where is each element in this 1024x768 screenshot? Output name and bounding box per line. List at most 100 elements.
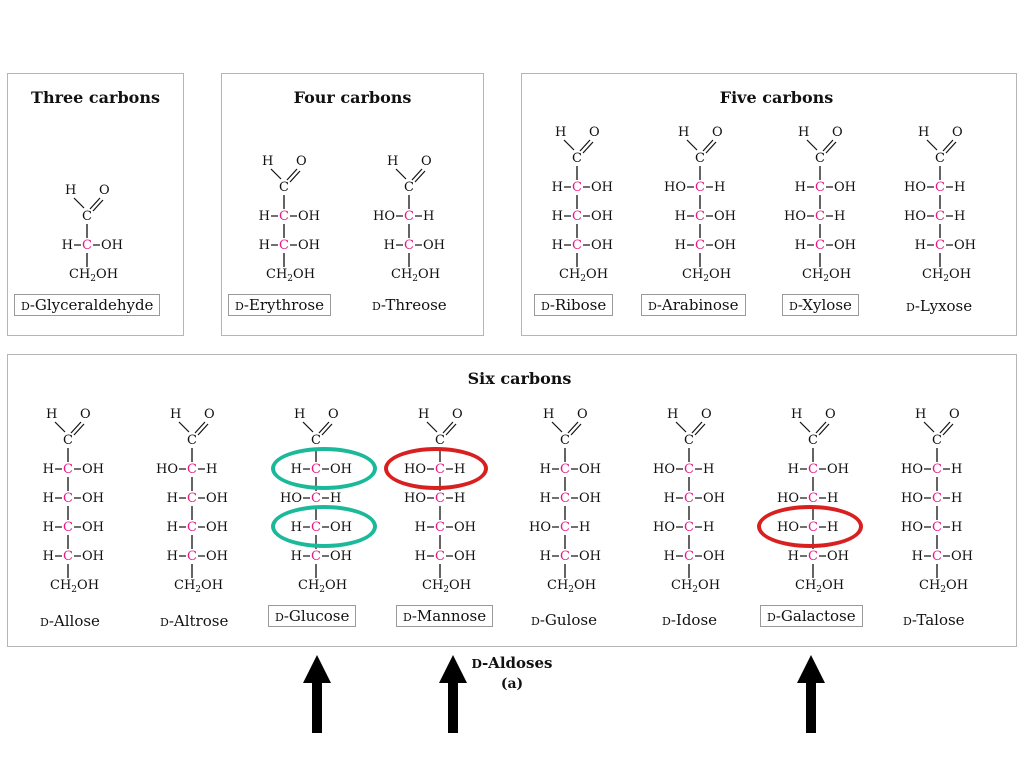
substituent-left: H bbox=[384, 238, 395, 253]
atom-c1: C bbox=[815, 151, 825, 166]
label-mannose: D-Mannose bbox=[396, 605, 494, 627]
substituent-left: H bbox=[62, 238, 73, 253]
substituent-left: H bbox=[675, 238, 686, 253]
substituent-right: OH bbox=[330, 549, 352, 564]
highlight-circle-red-mannose-c2 bbox=[384, 447, 488, 490]
chiral-carbon: C bbox=[815, 180, 825, 195]
chiral-carbon: C bbox=[63, 549, 73, 564]
atom-o: O bbox=[701, 407, 712, 422]
chiral-carbon: C bbox=[63, 520, 73, 535]
panel-title: Six carbons bbox=[467, 369, 572, 388]
atom-o: O bbox=[832, 125, 843, 140]
substituent-right: H bbox=[579, 520, 590, 535]
ch2oh-group: CH2OH bbox=[922, 267, 971, 284]
atom-h: H bbox=[798, 125, 809, 140]
atom-h: H bbox=[918, 125, 929, 140]
atom-c1: C bbox=[279, 180, 289, 195]
substituent-left: HO bbox=[901, 520, 923, 535]
substituent-left: HO bbox=[784, 209, 806, 224]
substituent-right: H bbox=[954, 180, 965, 195]
label-idose: D-Idose bbox=[662, 611, 718, 629]
atom-h: H bbox=[294, 407, 305, 422]
substituent-right: H bbox=[827, 491, 838, 506]
substituent-right: H bbox=[454, 491, 465, 506]
atom-o: O bbox=[328, 407, 339, 422]
label-gulose: D-Gulose bbox=[531, 611, 597, 629]
chiral-carbon: C bbox=[808, 491, 818, 506]
substituent-left: HO bbox=[901, 462, 923, 477]
label-arabinose: D-Arabinose bbox=[641, 294, 746, 316]
ch2oh-group: CH2OH bbox=[671, 578, 720, 595]
chiral-carbon: C bbox=[560, 520, 570, 535]
substituent-right: H bbox=[954, 209, 965, 224]
chiral-carbon: C bbox=[932, 549, 942, 564]
atom-c1: C bbox=[572, 151, 582, 166]
substituent-left: H bbox=[167, 549, 178, 564]
substituent-right: H bbox=[206, 462, 217, 477]
atom-c1: C bbox=[560, 433, 570, 448]
substituent-left: H bbox=[259, 209, 270, 224]
atom-c1: C bbox=[311, 433, 321, 448]
substituent-right: OH bbox=[206, 520, 228, 535]
substituent-right: OH bbox=[703, 491, 725, 506]
chiral-carbon: C bbox=[815, 209, 825, 224]
atom-o: O bbox=[589, 125, 600, 140]
substituent-right: H bbox=[714, 180, 725, 195]
chiral-carbon: C bbox=[63, 491, 73, 506]
chiral-carbon: C bbox=[815, 238, 825, 253]
substituent-left: H bbox=[415, 520, 426, 535]
substituent-left: HO bbox=[777, 491, 799, 506]
substituent-right: OH bbox=[82, 462, 104, 477]
substituent-right: OH bbox=[454, 520, 476, 535]
chiral-carbon: C bbox=[572, 209, 582, 224]
atom-h: H bbox=[915, 407, 926, 422]
chiral-carbon: C bbox=[684, 462, 694, 477]
substituent-right: OH bbox=[954, 238, 976, 253]
atom-o: O bbox=[825, 407, 836, 422]
chiral-carbon: C bbox=[63, 462, 73, 477]
chiral-carbon: C bbox=[311, 549, 321, 564]
highlight-circle-red-galactose-c4 bbox=[757, 505, 863, 548]
substituent-left: H bbox=[167, 520, 178, 535]
label-erythrose: D-Erythrose bbox=[228, 294, 331, 316]
chiral-carbon: C bbox=[560, 549, 570, 564]
highlight-circle-teal-glucose-c2 bbox=[271, 447, 377, 490]
substituent-right: OH bbox=[591, 180, 613, 195]
panel-three-carbons: Three carbons bbox=[7, 73, 184, 336]
substituent-right: H bbox=[703, 462, 714, 477]
substituent-right: OH bbox=[951, 549, 973, 564]
atom-h: H bbox=[791, 407, 802, 422]
substituent-left: HO bbox=[529, 520, 551, 535]
atom-c1: C bbox=[684, 433, 694, 448]
substituent-left: HO bbox=[653, 462, 675, 477]
label-talose: D-Talose bbox=[903, 611, 965, 629]
ch2oh-group: CH2OH bbox=[547, 578, 596, 595]
chiral-carbon: C bbox=[808, 462, 818, 477]
atom-o: O bbox=[577, 407, 588, 422]
chiral-carbon: C bbox=[435, 491, 445, 506]
atom-h: H bbox=[46, 407, 57, 422]
chiral-carbon: C bbox=[187, 520, 197, 535]
chiral-carbon: C bbox=[187, 491, 197, 506]
chiral-carbon: C bbox=[695, 238, 705, 253]
ch2oh-group: CH2OH bbox=[559, 267, 608, 284]
chiral-carbon: C bbox=[279, 209, 289, 224]
substituent-right: OH bbox=[703, 549, 725, 564]
atom-h: H bbox=[543, 407, 554, 422]
ch2oh-group: CH2OH bbox=[795, 578, 844, 595]
label-glucose: D-Glucose bbox=[268, 605, 357, 627]
ch2oh-group: CH2OH bbox=[919, 578, 968, 595]
substituent-left: H bbox=[912, 549, 923, 564]
substituent-right: OH bbox=[101, 238, 123, 253]
substituent-left: H bbox=[415, 549, 426, 564]
panel-five-carbons: Five carbons bbox=[521, 73, 1017, 336]
